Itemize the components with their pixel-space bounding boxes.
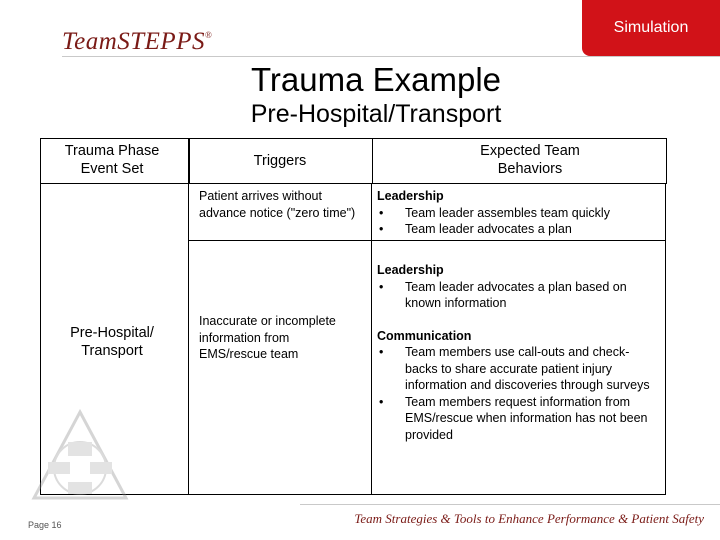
section-tab-simulation: Simulation (582, 0, 720, 56)
triggers-header: Triggers (253, 153, 307, 169)
behavior-group-heading: Leadership (377, 189, 444, 203)
phase-header: Trauma Phase Event Set (64, 143, 160, 177)
header-divider (62, 56, 720, 57)
behavior-item: Team leader assembles team quickly (379, 205, 661, 222)
teamstepps-logo: TeamSTEPPS® (62, 28, 213, 55)
trigger-cell-1: Patient arrives without advance notice (… (199, 189, 356, 220)
behavior-group-heading: Leadership (377, 263, 444, 277)
footer-tagline: Team Strategies & Tools to Enhance Perfo… (354, 511, 704, 526)
phase-cell: Pre-Hospital/ Transport (70, 325, 154, 359)
behavior-cell-1: Leadership Team leader assembles team qu… (377, 188, 661, 238)
page-number: Page 16 (28, 520, 62, 530)
behavior-item: Team members request information from EM… (379, 394, 661, 444)
behavior-group-heading: Communication (377, 328, 472, 343)
behavior-cell-2: Leadership Team leader advocates a plan … (377, 262, 661, 443)
behavior-item: Team members use call-outs and check-bac… (379, 344, 661, 394)
behaviors-header-box (372, 138, 667, 184)
behaviors-header: Expected Team Behaviors (480, 143, 580, 177)
behavior-item: Team leader advocates a plan based on kn… (379, 279, 661, 312)
teamstepps-triangle-emblem-icon (31, 408, 129, 500)
trigger-cell-2: Inaccurate or incomplete information fro… (199, 314, 336, 361)
slide-title: Trauma Example (250, 61, 502, 98)
footer-divider (300, 504, 720, 505)
slide-subtitle: Pre-Hospital/Transport (250, 100, 502, 128)
behavior-item: Team leader advocates a plan (379, 221, 661, 238)
